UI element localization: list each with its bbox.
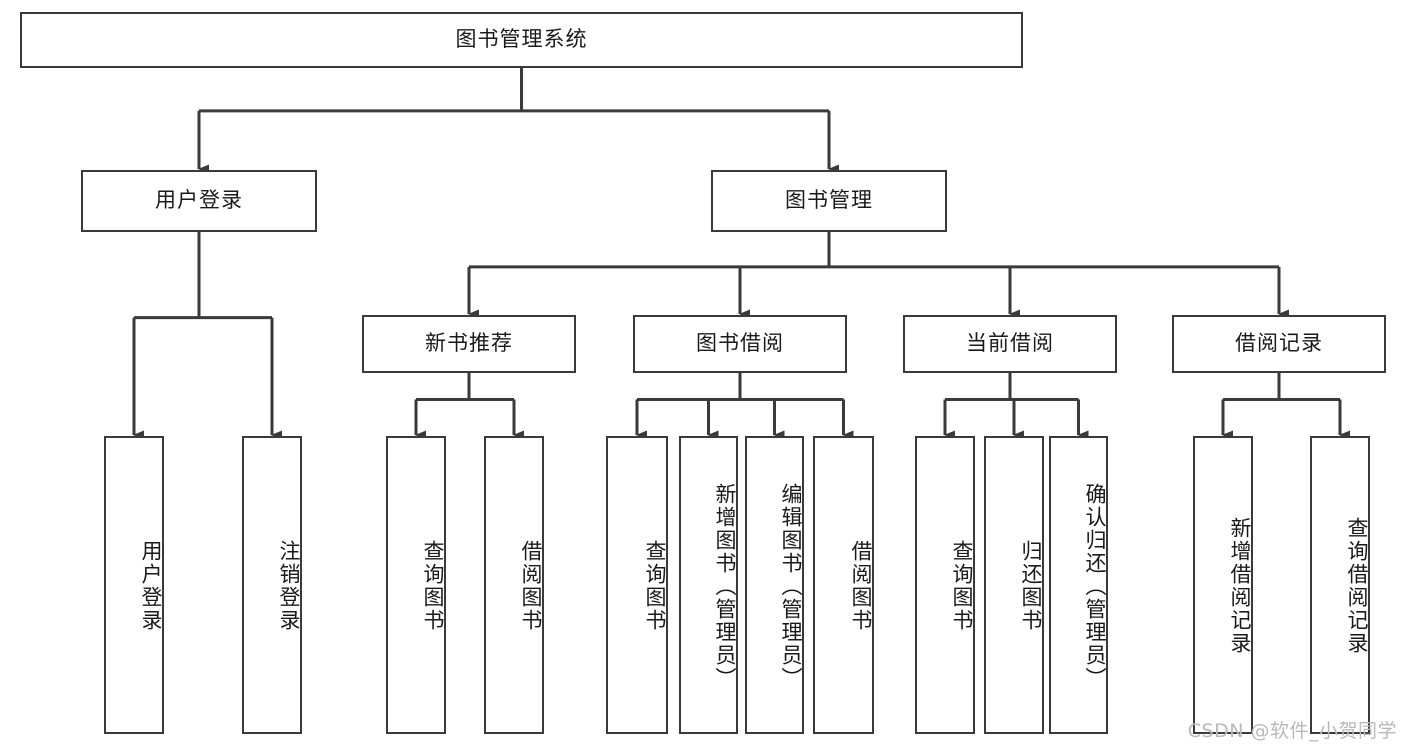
node-leaf-query-book-3-label: 查询图书 bbox=[950, 540, 974, 632]
node-leaf-edit-book[interactable]: 编辑图书（管理员） bbox=[745, 436, 804, 734]
node-root[interactable]: 图书管理系统 bbox=[20, 12, 1023, 68]
node-leaf-query-borrow-record[interactable]: 查询借阅记录 bbox=[1310, 436, 1370, 734]
node-book-manage-label: 图书管理 bbox=[785, 188, 873, 213]
node-leaf-borrow-book-2[interactable]: 借阅图书 bbox=[813, 436, 874, 734]
node-leaf-query-borrow-record-label: 查询借阅记录 bbox=[1345, 517, 1369, 655]
node-leaf-add-book[interactable]: 新增图书（管理员） bbox=[679, 436, 738, 734]
node-leaf-add-borrow-record[interactable]: 新增借阅记录 bbox=[1193, 436, 1253, 734]
node-leaf-return-book[interactable]: 归还图书 bbox=[984, 436, 1044, 734]
watermark-text: CSDN @软件_小贺同学 bbox=[1187, 720, 1397, 742]
node-leaf-borrow-book-1[interactable]: 借阅图书 bbox=[484, 436, 544, 734]
node-leaf-borrow-book-1-label: 借阅图书 bbox=[519, 540, 543, 632]
node-leaf-query-book-3[interactable]: 查询图书 bbox=[915, 436, 975, 734]
node-leaf-query-book-2[interactable]: 查询图书 bbox=[606, 436, 668, 734]
node-leaf-borrow-book-2-label: 借阅图书 bbox=[849, 540, 873, 632]
node-current-borrow[interactable]: 当前借阅 bbox=[903, 315, 1117, 373]
node-borrow-record[interactable]: 借阅记录 bbox=[1172, 315, 1386, 373]
node-root-label: 图书管理系统 bbox=[455, 27, 588, 52]
node-new-book-recommend-label: 新书推荐 bbox=[425, 331, 513, 356]
node-leaf-query-book-1-label: 查询图书 bbox=[421, 540, 445, 632]
node-new-book-recommend[interactable]: 新书推荐 bbox=[362, 315, 576, 373]
node-user-login-label: 用户登录 bbox=[155, 188, 243, 213]
node-leaf-return-book-label: 归还图书 bbox=[1019, 540, 1043, 632]
node-book-borrow-label: 图书借阅 bbox=[696, 331, 784, 356]
node-leaf-user-login[interactable]: 用户登录 bbox=[104, 436, 164, 734]
node-leaf-user-login-label: 用户登录 bbox=[139, 540, 163, 632]
node-leaf-edit-book-label: 编辑图书（管理员） bbox=[779, 482, 803, 690]
node-leaf-logout-label: 注销登录 bbox=[277, 540, 301, 632]
node-leaf-add-book-label: 新增图书（管理员） bbox=[713, 482, 737, 690]
node-book-manage[interactable]: 图书管理 bbox=[711, 170, 947, 232]
node-leaf-query-book-2-label: 查询图书 bbox=[643, 540, 667, 632]
node-leaf-confirm-return-label: 确认归还（管理员） bbox=[1083, 482, 1107, 690]
node-book-borrow[interactable]: 图书借阅 bbox=[633, 315, 847, 373]
node-leaf-logout[interactable]: 注销登录 bbox=[242, 436, 302, 734]
node-leaf-add-borrow-record-label: 新增借阅记录 bbox=[1228, 517, 1252, 655]
node-leaf-confirm-return[interactable]: 确认归还（管理员） bbox=[1049, 436, 1108, 734]
node-borrow-record-label: 借阅记录 bbox=[1235, 331, 1323, 356]
node-leaf-query-book-1[interactable]: 查询图书 bbox=[386, 436, 446, 734]
node-user-login[interactable]: 用户登录 bbox=[81, 170, 317, 232]
node-current-borrow-label: 当前借阅 bbox=[966, 331, 1054, 356]
